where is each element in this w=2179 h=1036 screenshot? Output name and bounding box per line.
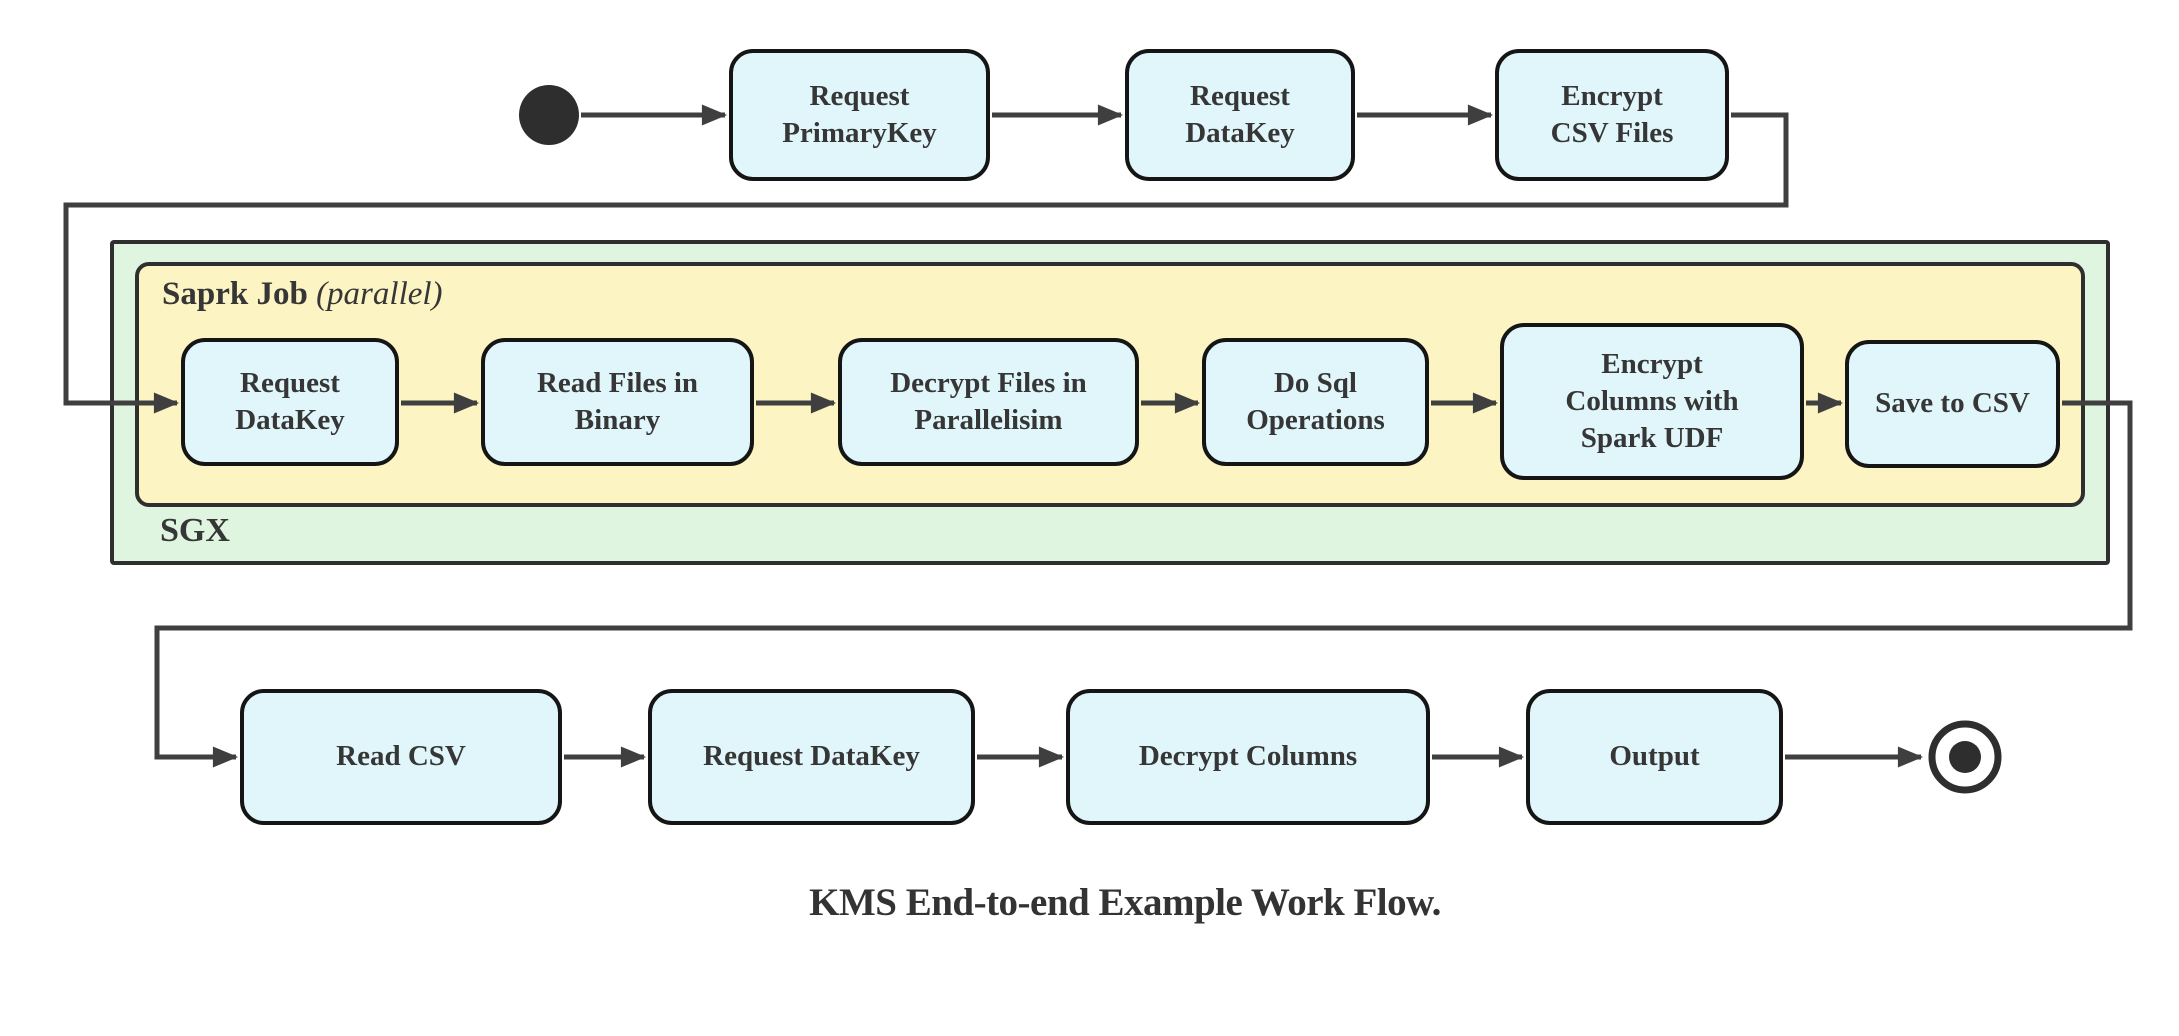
- spark-job-label: Saprk Job (parallel): [162, 276, 443, 313]
- end-state-icon: [1928, 720, 2002, 794]
- node-do-sql-operations: Do Sql Operations: [1202, 338, 1429, 466]
- spark-job-label-qualifier: (parallel): [316, 276, 443, 312]
- node-save-to-csv: Save to CSV: [1845, 340, 2060, 468]
- node-decrypt-files-in-parallelisim: Decrypt Files in Parallelisim: [838, 338, 1139, 466]
- node-request-datakey-client: Request DataKey: [648, 689, 975, 825]
- node-encrypt-columns-with-spark-udf: Encrypt Columns with Spark UDF: [1500, 323, 1804, 480]
- node-read-files-in-binary: Read Files in Binary: [481, 338, 754, 466]
- sgx-label: SGX: [160, 512, 230, 549]
- spark-job-label-bold: Saprk Job: [162, 276, 308, 312]
- node-decrypt-columns: Decrypt Columns: [1066, 689, 1430, 825]
- diagram-caption: KMS End-to-end Example Work Flow.: [809, 881, 1441, 924]
- node-encrypt-csv-files: Encrypt CSV Files: [1495, 49, 1729, 181]
- node-request-datakey-top: Request DataKey: [1125, 49, 1355, 181]
- node-request-datakey-sgx: Request DataKey: [181, 338, 399, 466]
- start-state-icon: [519, 85, 579, 145]
- node-output: Output: [1526, 689, 1783, 825]
- node-read-csv: Read CSV: [240, 689, 562, 825]
- node-request-primarykey: Request PrimaryKey: [729, 49, 990, 181]
